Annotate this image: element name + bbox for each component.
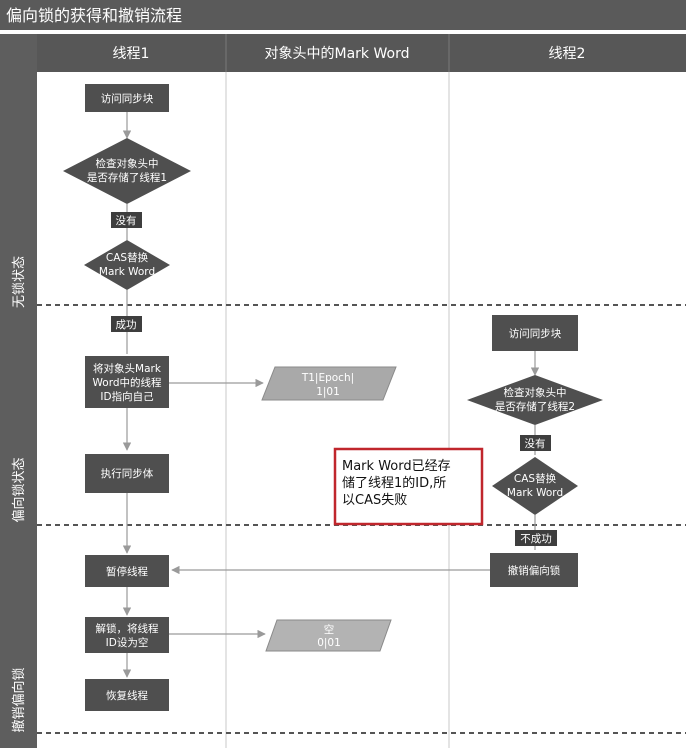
t1-point-self-box: 将对象头Mark Word中的线程 ID指向自己 xyxy=(85,356,169,408)
svg-text:0|01: 0|01 xyxy=(317,637,341,649)
t1-unlock-box: 解锁，将线程 ID设为空 xyxy=(85,617,169,653)
svg-text:1|01: 1|01 xyxy=(316,386,340,398)
column-header-thread1: 线程1 xyxy=(113,46,150,62)
svg-text:访问同步块: 访问同步块 xyxy=(509,327,562,340)
t2-revoke-box: 撤销偏向锁 xyxy=(490,553,578,587)
state-label-biased: 偏向锁状态 xyxy=(11,457,27,522)
t1-cas-replace-diamond: CAS替换 Mark Word xyxy=(84,240,170,290)
diagram-title: 偏向锁的获得和撤销流程 xyxy=(6,6,182,25)
svg-text:不成功: 不成功 xyxy=(520,533,552,545)
svg-text:是否存储了线程1: 是否存储了线程1 xyxy=(87,171,167,184)
svg-text:是否存储了线程2: 是否存储了线程2 xyxy=(495,400,575,413)
svg-text:访问同步块: 访问同步块 xyxy=(101,92,154,105)
column-header-markword: 对象头中的Mark Word xyxy=(265,46,410,62)
t1-exec-sync-box: 执行同步体 xyxy=(85,454,169,493)
svg-text:储了线程1的ID,所: 储了线程1的ID,所 xyxy=(342,475,446,491)
svg-text:执行同步体: 执行同步体 xyxy=(101,467,154,480)
column-header-bar xyxy=(37,34,686,72)
svg-text:Mark Word: Mark Word xyxy=(99,266,155,278)
svg-text:成功: 成功 xyxy=(116,319,137,331)
svg-text:空: 空 xyxy=(324,623,335,636)
svg-text:撤销偏向锁: 撤销偏向锁 xyxy=(508,564,561,577)
t2-cas-replace-diamond: CAS替换 Mark Word xyxy=(492,457,578,515)
column-header-thread2: 线程2 xyxy=(549,46,586,62)
svg-text:没有: 没有 xyxy=(116,214,137,227)
svg-text:检查对象头中: 检查对象头中 xyxy=(96,157,159,170)
cas-fail-note: Mark Word已经存 储了线程1的ID,所 以CAS失败 xyxy=(333,447,484,526)
svg-text:ID设为空: ID设为空 xyxy=(106,636,149,649)
t2-no-tag: 没有 xyxy=(520,435,551,451)
svg-text:恢复线程: 恢复线程 xyxy=(106,689,148,702)
t1-no-tag: 没有 xyxy=(111,212,142,228)
svg-text:ID指向自己: ID指向自己 xyxy=(100,390,154,403)
state-label-unlocked: 无锁状态 xyxy=(11,256,27,308)
t1-access-sync-box: 访问同步块 xyxy=(85,84,169,112)
svg-text:CAS替换: CAS替换 xyxy=(106,251,149,264)
markword-biased-parallelogram: T1|Epoch| 1|01 xyxy=(261,366,397,401)
svg-text:将对象头Mark: 将对象头Mark xyxy=(93,362,162,375)
t2-access-sync-box: 访问同步块 xyxy=(492,315,578,351)
t2-fail-tag: 不成功 xyxy=(515,530,557,546)
markword-empty-parallelogram: 空 0|01 xyxy=(265,619,392,652)
svg-text:以CAS失败: 以CAS失败 xyxy=(342,493,407,508)
svg-text:没有: 没有 xyxy=(525,437,546,450)
state-label-revoke: 撤销偏向锁 xyxy=(11,667,27,732)
svg-text:CAS替换: CAS替换 xyxy=(514,472,557,485)
svg-text:Mark Word已经存: Mark Word已经存 xyxy=(342,459,451,474)
title-bar xyxy=(0,0,686,30)
svg-text:解锁，将线程: 解锁，将线程 xyxy=(96,622,159,635)
svg-text:检查对象头中: 检查对象头中 xyxy=(504,386,567,399)
state-sidebar xyxy=(0,34,37,748)
t1-resume-thread-box: 恢复线程 xyxy=(85,679,169,711)
svg-text:Mark Word: Mark Word xyxy=(507,487,563,499)
t1-pause-thread-box: 暂停线程 xyxy=(85,555,169,587)
svg-text:T1|Epoch|: T1|Epoch| xyxy=(301,372,354,384)
t1-success-tag: 成功 xyxy=(111,316,142,332)
t1-check-header-diamond: 检查对象头中 是否存储了线程1 xyxy=(63,138,191,204)
svg-text:暂停线程: 暂停线程 xyxy=(106,565,148,578)
t2-check-header-diamond: 检查对象头中 是否存储了线程2 xyxy=(467,375,603,425)
svg-text:Word中的线程: Word中的线程 xyxy=(93,376,162,389)
